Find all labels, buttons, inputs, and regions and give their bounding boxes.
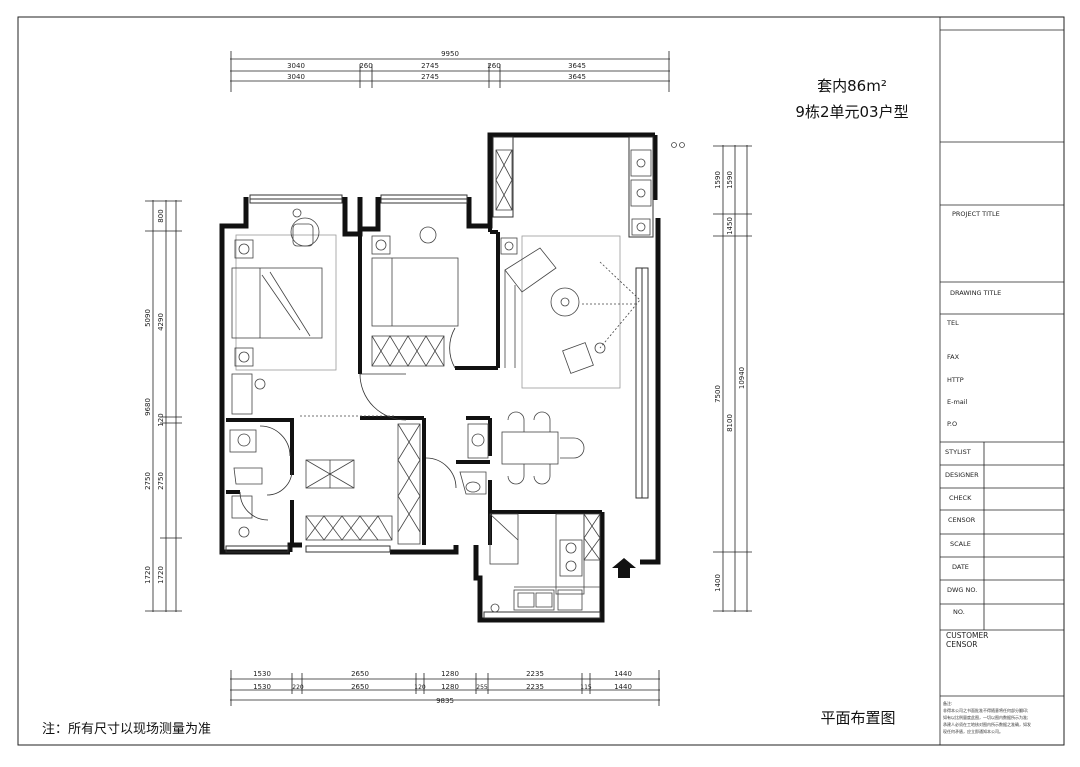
tb-no: NO. bbox=[953, 608, 965, 616]
sheet-border bbox=[17, 16, 1065, 746]
dim-top-1: 3040 bbox=[287, 62, 305, 70]
dim-top-5: 3645 bbox=[568, 62, 586, 70]
tb-date: DATE bbox=[952, 563, 969, 571]
tb-remarks-line1: 非得本公司之书面批准不得随意将任何部分翻印; bbox=[943, 707, 1028, 713]
dim-top-b1: 3040 bbox=[287, 73, 305, 81]
dim-bot-b8: 115 bbox=[580, 684, 592, 691]
tb-email: E-mail bbox=[947, 398, 968, 406]
dim-bot-b2: 220 bbox=[292, 684, 304, 691]
dim-left-i1: 4290 bbox=[157, 313, 165, 331]
dim-left-i3: 1720 bbox=[157, 566, 165, 584]
tb-project-title: PROJECT TITLE bbox=[952, 210, 1000, 218]
tb-tel: TEL bbox=[946, 319, 959, 327]
dim-top-b3: 2745 bbox=[421, 73, 439, 81]
living-room-furniture bbox=[500, 218, 651, 389]
dim-right-3: 7500 bbox=[714, 385, 722, 403]
dining-and-bath-furniture bbox=[229, 411, 585, 545]
dim-left-4: 2750 bbox=[144, 472, 152, 490]
dim-right-i2: 8100 bbox=[726, 414, 734, 432]
dim-right-1: 1590 bbox=[714, 171, 722, 189]
bottom-dimensions bbox=[230, 670, 660, 706]
tb-scale: SCALE bbox=[950, 540, 971, 548]
dim-bot-b5: 1280 bbox=[441, 683, 459, 691]
tb-censor: CENSOR bbox=[948, 516, 976, 524]
area-title: 套内86m² bbox=[817, 77, 887, 95]
dim-bot-1: 1530 bbox=[253, 670, 271, 678]
tb-drawing-title: DRAWING TITLE bbox=[950, 289, 1001, 297]
tb-customer-censor: CENSOR bbox=[946, 640, 977, 649]
top-dimensions bbox=[230, 51, 670, 92]
dim-bot-b6: 255 bbox=[476, 684, 488, 691]
dim-right-2: 1450 bbox=[726, 217, 734, 235]
interior-walls bbox=[226, 226, 602, 545]
title-block-frame bbox=[939, 17, 1064, 745]
dim-left-total: 9680 bbox=[144, 398, 152, 416]
tb-check: CHECK bbox=[949, 494, 972, 502]
dim-bot-3: 1280 bbox=[441, 670, 459, 678]
dim-top-4: 260 bbox=[487, 62, 500, 70]
tb-remarks-line4: 现任何矛盾，应立即通知本公司。 bbox=[943, 728, 1003, 734]
dim-bot-total: 9835 bbox=[436, 697, 454, 705]
dim-bot-b7: 2235 bbox=[526, 683, 544, 691]
window-frames bbox=[225, 136, 654, 619]
entrance-arrow-icon bbox=[612, 558, 636, 578]
dim-left-1: 800 bbox=[157, 209, 165, 222]
dim-top-2: 260 bbox=[359, 62, 372, 70]
dim-left-i2: 2750 bbox=[157, 472, 165, 490]
dim-top-3: 2745 bbox=[421, 62, 439, 70]
tb-remarks-line3: 承建人必须在工地核对图内所示数据之准确，如发 bbox=[943, 721, 1031, 727]
dim-left-3: 120 bbox=[157, 413, 165, 426]
tb-customer: CUSTOMER bbox=[946, 631, 988, 640]
tb-stylist: STYLIST bbox=[945, 448, 971, 456]
kitchen-fixtures bbox=[489, 513, 601, 613]
dim-bot-4: 2235 bbox=[526, 670, 544, 678]
dim-right-4: 1400 bbox=[714, 574, 722, 592]
footnote: 注：所有尺寸以现场测量为准 bbox=[42, 722, 211, 737]
dim-right-i3: 10940 bbox=[738, 367, 746, 389]
dim-bot-b4: 120 bbox=[414, 684, 426, 691]
door-swings bbox=[239, 327, 457, 521]
tb-po: P.O bbox=[947, 420, 957, 428]
tb-dwg-no: DWG NO. bbox=[947, 586, 977, 594]
dim-left-2: 5090 bbox=[144, 309, 152, 327]
dim-top-b5: 3645 bbox=[568, 73, 586, 81]
left-dimensions bbox=[145, 200, 182, 612]
dim-bot-b9: 1440 bbox=[614, 683, 632, 691]
balcony-fixtures bbox=[495, 142, 685, 211]
drawing-name: 平面布置图 bbox=[820, 709, 895, 727]
right-dimensions bbox=[713, 145, 752, 612]
unit-title: 9栋2单元03户型 bbox=[795, 103, 908, 121]
dim-left-5: 1720 bbox=[144, 566, 152, 584]
tb-fax: FAX bbox=[947, 353, 960, 361]
tb-designer: DESIGNER bbox=[945, 471, 979, 479]
dim-bot-5: 1440 bbox=[614, 670, 632, 678]
dim-bot-b3: 2650 bbox=[351, 683, 369, 691]
tb-remarks-line2: 如有以比例量度此图，一切以图内数据所示为准; bbox=[943, 714, 1028, 720]
exterior-walls bbox=[219, 132, 661, 623]
bedroom-1-furniture bbox=[231, 208, 337, 415]
tb-remarks-label: 备注: bbox=[943, 700, 952, 706]
dim-bot-b1: 1530 bbox=[253, 683, 271, 691]
dim-top-total: 9950 bbox=[441, 50, 459, 58]
tb-http: HTTP bbox=[947, 376, 964, 384]
dim-right-i1: 1590 bbox=[726, 171, 734, 189]
dim-bot-2: 2650 bbox=[351, 670, 369, 678]
bedroom-2-furniture bbox=[371, 226, 459, 367]
